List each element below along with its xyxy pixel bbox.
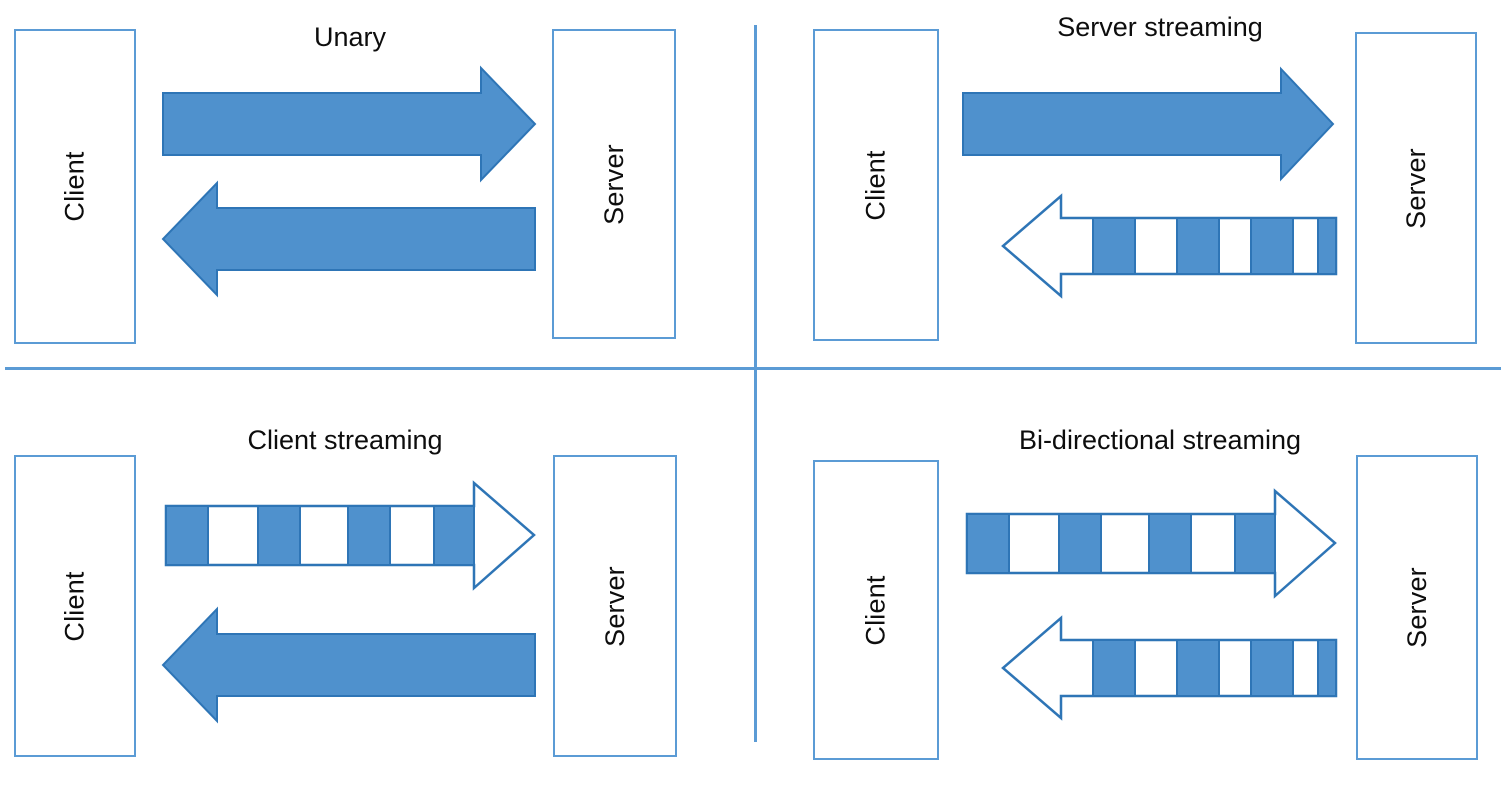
server-box-label: Server <box>599 565 630 647</box>
striped-arrow-right-icon <box>965 488 1337 599</box>
vertical-divider <box>754 25 757 742</box>
server-box-server-streaming: Server <box>1355 32 1477 344</box>
server-box-unary: Server <box>552 29 676 339</box>
client-box-server-streaming: Client <box>813 29 939 341</box>
client-box-label: Client <box>860 149 891 221</box>
solid-arrow-left-icon <box>161 606 536 724</box>
client-box-label: Client <box>860 574 891 646</box>
client-box-client-streaming: Client <box>14 455 136 757</box>
client-box-bidirectional-streaming: Client <box>813 460 939 760</box>
client-box-unary: Client <box>14 29 136 344</box>
quadrant-bidirectional-streaming: Bi-directional streaming Client Server <box>755 393 1505 785</box>
quadrant-title-bidirectional-streaming: Bi-directional streaming <box>1018 425 1302 455</box>
solid-arrow-left-icon <box>161 180 536 298</box>
solid-arrow-right-icon <box>162 65 537 183</box>
client-box-label: Client <box>59 151 90 222</box>
server-box-label: Server <box>598 143 629 225</box>
quadrant-server-streaming: Server streaming Client Server <box>755 0 1505 392</box>
striped-arrow-left-icon <box>1001 615 1338 721</box>
striped-arrow-right-icon <box>164 480 536 591</box>
server-box-label: Server <box>1400 147 1431 229</box>
quadrant-title-unary: Unary <box>313 22 387 52</box>
client-box-label: Client <box>59 570 90 642</box>
server-box-client-streaming: Server <box>553 455 677 757</box>
quadrant-unary: Unary Client Server <box>0 0 752 392</box>
quadrant-client-streaming: Client streaming Client Server <box>0 393 752 785</box>
quadrant-title-client-streaming: Client streaming <box>247 425 443 455</box>
solid-arrow-right-icon <box>962 66 1335 182</box>
striped-arrow-left-icon <box>1001 193 1338 299</box>
horizontal-divider <box>5 367 1501 370</box>
server-box-label: Server <box>1401 567 1432 648</box>
quadrant-title-server-streaming: Server streaming <box>1057 12 1263 42</box>
server-box-bidirectional-streaming: Server <box>1356 455 1478 760</box>
